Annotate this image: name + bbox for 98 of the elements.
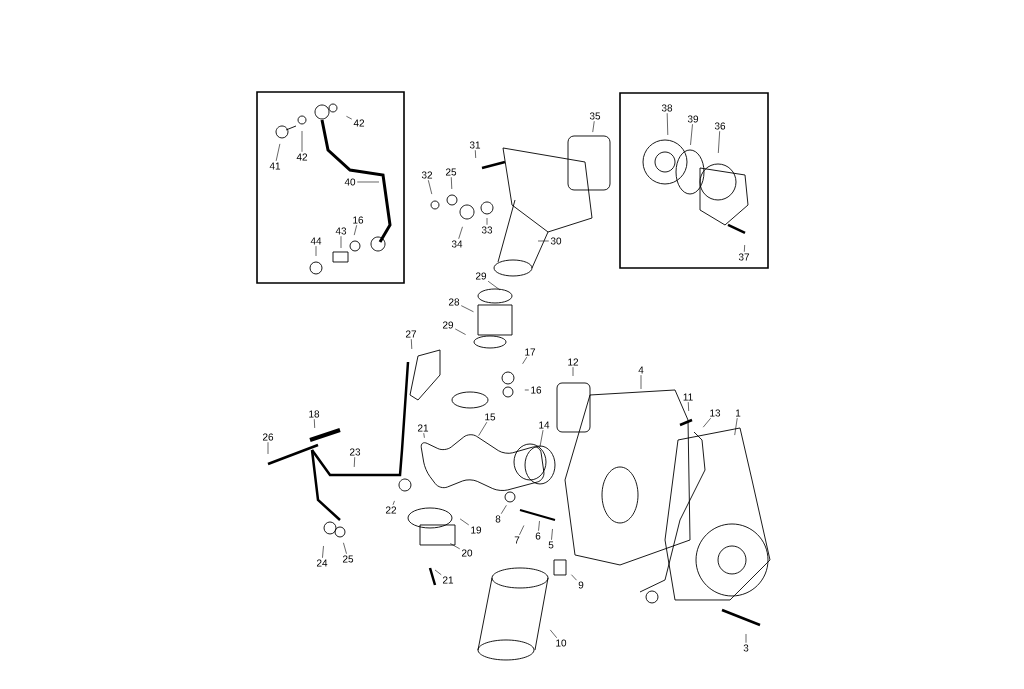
callout-number: 28 — [448, 298, 460, 306]
callout-number: 42 — [296, 153, 308, 161]
leader-line — [522, 356, 528, 365]
callout-number: 24 — [316, 559, 328, 567]
leader-line — [315, 245, 317, 257]
callout-number: 4 — [638, 366, 644, 374]
callout-number: 44 — [310, 237, 322, 245]
leader-line — [434, 569, 442, 576]
leader-line — [640, 374, 642, 390]
leader-line — [549, 629, 557, 639]
callout-number: 35 — [589, 112, 601, 120]
leader-line — [275, 143, 281, 162]
leader-line — [346, 116, 353, 120]
callout-number: 20 — [461, 549, 473, 557]
leader-line — [687, 401, 689, 412]
leader-line — [450, 176, 453, 190]
leader-line — [460, 305, 474, 313]
leader-line — [572, 366, 574, 377]
leader-line — [475, 149, 476, 159]
leader-line — [450, 543, 461, 550]
callout-number: 18 — [309, 410, 320, 418]
callout-number: 31 — [469, 141, 481, 149]
leader-line — [519, 525, 525, 536]
callout-number: 25 — [445, 168, 457, 176]
callout-number: 37 — [738, 253, 750, 261]
callout-number: 9 — [578, 581, 584, 589]
leader-line — [524, 389, 530, 391]
leader-line — [478, 421, 488, 436]
leader-line — [343, 542, 347, 555]
callout-number: 26 — [262, 433, 274, 441]
leader-line — [340, 235, 342, 249]
callout-number: 1 — [736, 409, 741, 417]
leader-line — [301, 130, 303, 153]
leader-line — [458, 226, 463, 240]
leader-line — [423, 432, 425, 439]
callout-number: 5 — [548, 541, 554, 549]
callout-number: 29 — [442, 321, 454, 329]
callout-number: 42 — [353, 119, 365, 127]
leader-line — [353, 456, 356, 468]
leader-line — [571, 574, 577, 581]
callout-number: 41 — [269, 162, 281, 170]
callout-number: 38 — [661, 104, 673, 112]
callout-number: 33 — [481, 226, 493, 234]
callout-number: 40 — [344, 178, 356, 186]
leader-line — [392, 500, 395, 506]
callout-number: 34 — [451, 240, 463, 248]
leader-line — [537, 240, 550, 242]
callout-number: 21 — [417, 424, 429, 432]
leader-line — [702, 417, 711, 428]
leader-line — [538, 520, 540, 532]
leader-line — [666, 112, 669, 136]
callout-number: 30 — [550, 237, 562, 245]
callout-number: 27 — [405, 330, 417, 338]
leader-line — [313, 418, 315, 429]
callout-number: 15 — [485, 413, 496, 421]
inset-frame — [256, 91, 405, 284]
callout-number: 25 — [342, 555, 354, 563]
leader-line — [356, 181, 380, 183]
callout-number: 8 — [495, 515, 501, 523]
callout-number: 16 — [353, 216, 364, 224]
leader-line — [322, 545, 324, 559]
callout-number: 19 — [471, 526, 482, 534]
leader-line — [486, 217, 488, 226]
leader-line — [410, 338, 413, 350]
leader-line — [592, 120, 595, 133]
callout-number: 21 — [442, 576, 454, 584]
leader-line — [459, 518, 470, 526]
callout-number: 12 — [568, 358, 579, 366]
callout-number: 14 — [539, 421, 550, 429]
callout-number: 22 — [385, 506, 397, 514]
leader-line — [551, 528, 553, 541]
callout-number: 23 — [349, 448, 361, 456]
callout-number: 10 — [556, 639, 567, 647]
leader-line — [734, 417, 738, 436]
leader-line — [744, 244, 745, 253]
leader-line — [745, 633, 747, 644]
leader-line — [539, 429, 544, 448]
callout-number: 6 — [535, 532, 541, 540]
inset-frame — [619, 92, 769, 269]
callout-number: 43 — [335, 227, 347, 235]
callout-number: 32 — [421, 171, 433, 179]
callout-number: 36 — [714, 122, 726, 130]
callout-number: 13 — [710, 409, 721, 417]
callout-number: 3 — [743, 644, 749, 652]
leader-line — [690, 123, 693, 146]
leader-line — [428, 179, 433, 195]
leader-line — [454, 328, 466, 335]
callout-number: 17 — [525, 348, 536, 356]
leader-line — [487, 280, 501, 291]
callout-number: 39 — [687, 115, 699, 123]
leader-line — [500, 504, 507, 515]
callout-number: 11 — [683, 393, 693, 401]
leader-line — [267, 441, 269, 455]
leader-line — [353, 224, 357, 236]
leader-line — [718, 130, 720, 154]
callout-number: 29 — [475, 272, 487, 280]
callout-number: 16 — [531, 386, 542, 394]
callout-number: 7 — [514, 536, 520, 544]
